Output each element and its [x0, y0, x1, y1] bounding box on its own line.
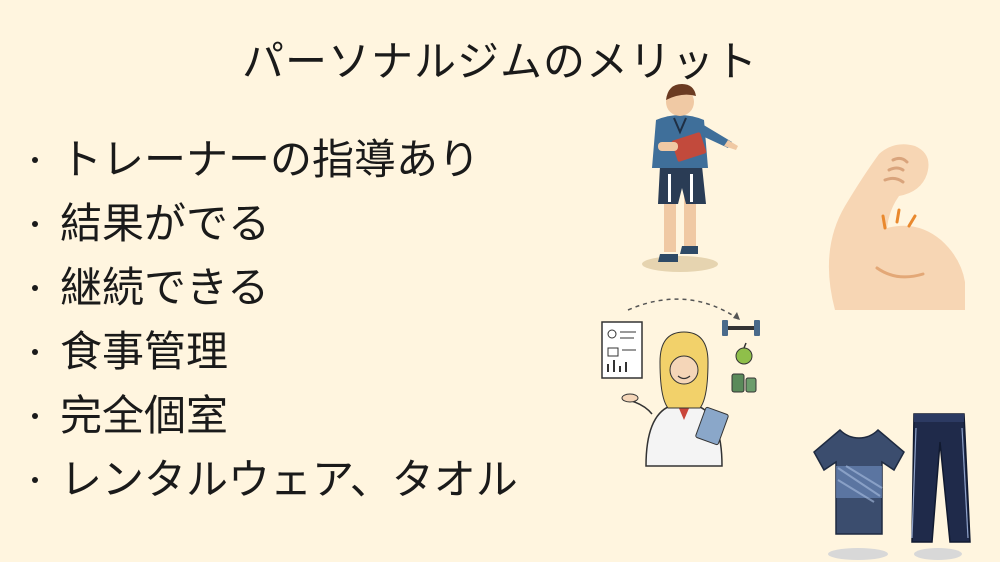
- benefit-text: トレーナーの指導あり: [60, 135, 481, 184]
- bullet-icon: [32, 157, 38, 163]
- benefit-text: レンタルウェア、タオル: [60, 455, 518, 504]
- list-item: トレーナーの指導あり: [28, 128, 518, 192]
- bullet-icon: [32, 477, 38, 483]
- page-title: パーソナルジムのメリット: [241, 37, 758, 86]
- list-item: 継続できる: [28, 256, 518, 320]
- list-item: 結果がでる: [28, 192, 518, 256]
- sportswear-illustration-icon: [813, 413, 971, 560]
- flexed-arm-illustration-icon: [828, 144, 965, 310]
- benefit-text: 継続できる: [60, 263, 270, 312]
- benefit-text: 食事管理: [60, 327, 229, 376]
- bullet-icon: [32, 349, 38, 355]
- bullet-icon: [32, 413, 38, 419]
- benefit-text: 結果がでる: [60, 199, 271, 248]
- trainer-illustration-icon: [642, 84, 738, 272]
- list-item: 完全個室: [28, 384, 518, 448]
- bullet-icon: [32, 221, 38, 227]
- benefit-text: 完全個室: [60, 391, 229, 440]
- bullet-icon: [32, 285, 38, 291]
- nutritionist-illustration-icon: [601, 298, 760, 467]
- list-item: 食事管理: [28, 320, 518, 384]
- benefit-list: トレーナーの指導あり 結果がでる 継続できる 食事管理 完全個室 レンタルウェア…: [28, 128, 518, 512]
- list-item: レンタルウェア、タオル: [28, 448, 518, 512]
